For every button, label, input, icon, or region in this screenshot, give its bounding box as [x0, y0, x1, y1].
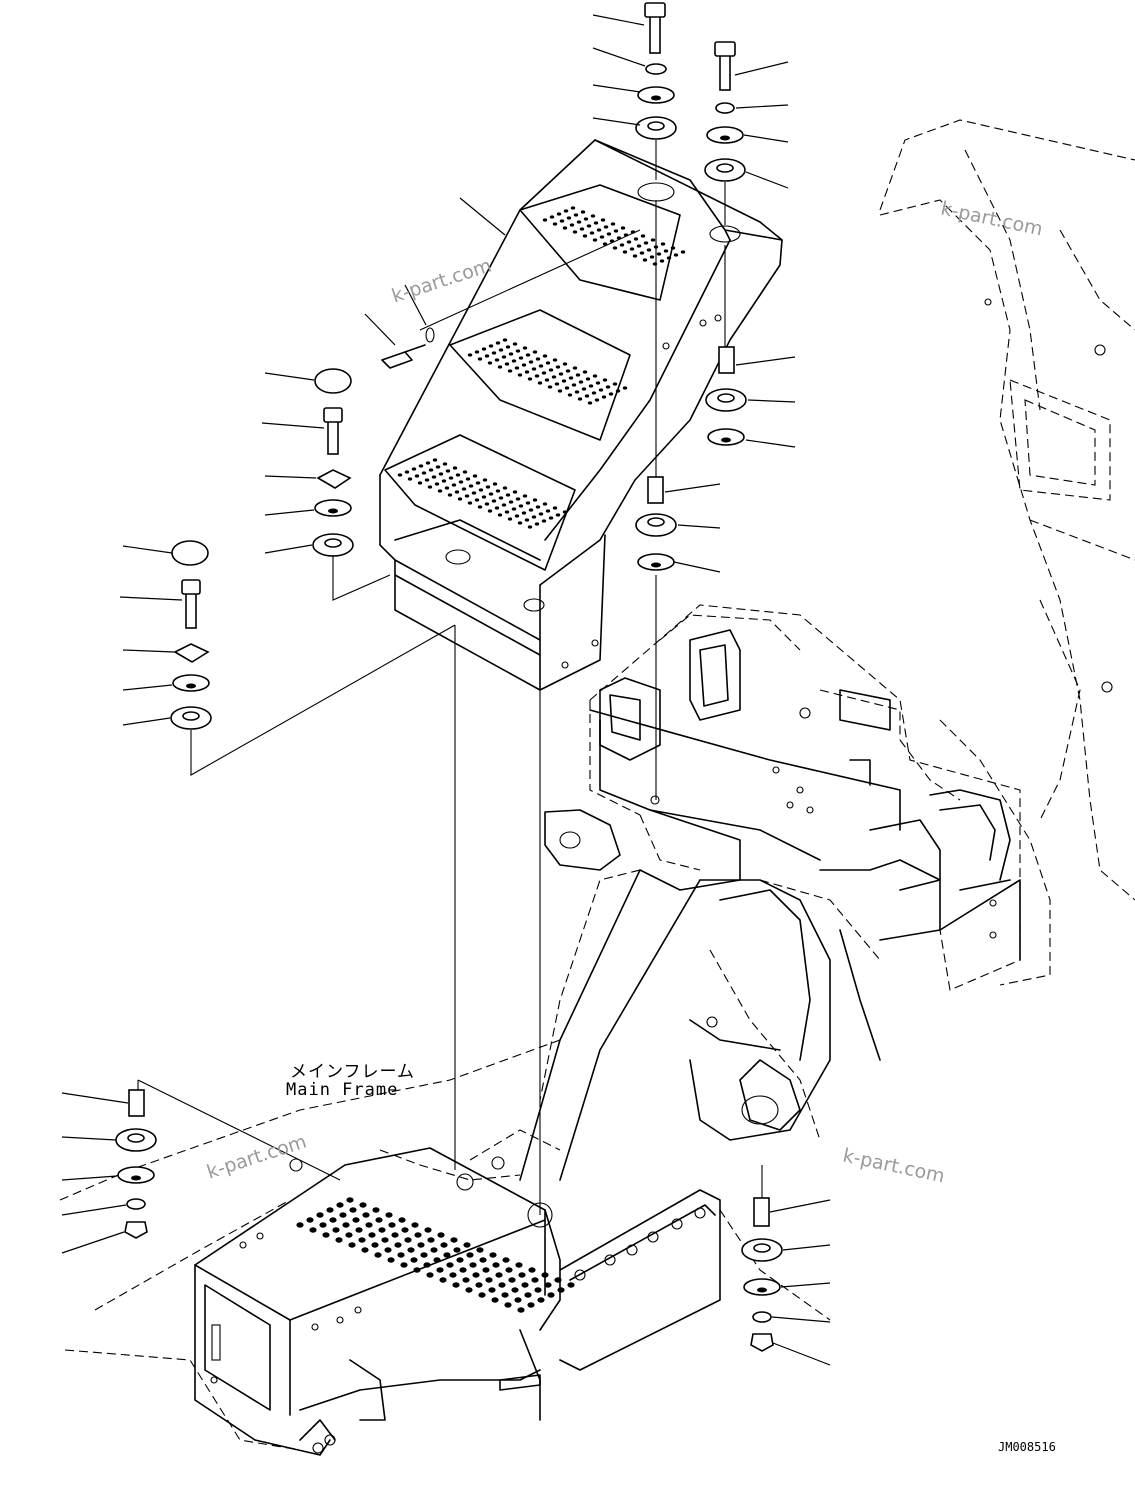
- washer-icon: [637, 553, 675, 571]
- washer-icon: [707, 428, 745, 446]
- washer-icon: [706, 126, 744, 144]
- collar-icon: [647, 476, 664, 504]
- washer-icon: [117, 1166, 155, 1184]
- clip-nut-icon: [173, 643, 210, 663]
- box-perforations: [296, 1197, 575, 1313]
- lower-step-box: [194, 1147, 575, 1456]
- washer-icon: [314, 499, 352, 517]
- mount-hardware-left-upper: [312, 368, 354, 557]
- drawing-code: JM008516: [998, 1440, 1056, 1454]
- leader-lines: [61, 14, 831, 1366]
- main-frame-label-jp: メインフレーム: [290, 1062, 415, 1082]
- clip-nut-icon: [316, 469, 352, 489]
- upper-frame-bracket: [544, 629, 1021, 961]
- spring-washer-icon: [645, 63, 667, 75]
- arm-structure: [519, 869, 881, 1181]
- nut-icon: [750, 1333, 774, 1352]
- bolt-icon: [185, 589, 197, 629]
- mount-hardware-top-center: [635, 2, 677, 140]
- main-frame-label-en: Main Frame: [286, 1080, 399, 1100]
- collar-icon: [753, 1197, 770, 1227]
- tread-perforations-top: [542, 206, 686, 266]
- assembly-centerlines: [137, 140, 763, 1215]
- collar-icon: [718, 346, 735, 374]
- main-frame-outline: [59, 604, 1021, 1451]
- step-assembly: [379, 139, 783, 691]
- mount-hardware-top-right: [704, 41, 746, 182]
- cap-icon: [171, 540, 209, 566]
- arm-structure-outline: [879, 119, 1135, 986]
- cap-icon: [314, 368, 352, 394]
- nut-icon: [124, 1221, 148, 1239]
- mount-hardware-right-mid: [705, 346, 747, 446]
- washer-icon: [637, 86, 675, 104]
- tread-perforations-middle: [467, 338, 628, 405]
- spring-washer-icon: [715, 102, 735, 114]
- tread-perforations-bottom: [397, 458, 568, 529]
- washer-icon: [172, 674, 210, 692]
- mount-hardware-bottom-left: [115, 1089, 157, 1239]
- bolt-icon: [327, 417, 339, 455]
- mount-hardware-left-lower: [170, 540, 212, 730]
- collar-icon: [128, 1089, 145, 1117]
- mount-hardware-bottom-right: [741, 1197, 783, 1352]
- spring-washer-icon: [126, 1198, 146, 1210]
- spring-washer-icon: [752, 1311, 772, 1323]
- washer-icon: [743, 1278, 781, 1296]
- lower-bracket-plate: [559, 1189, 721, 1371]
